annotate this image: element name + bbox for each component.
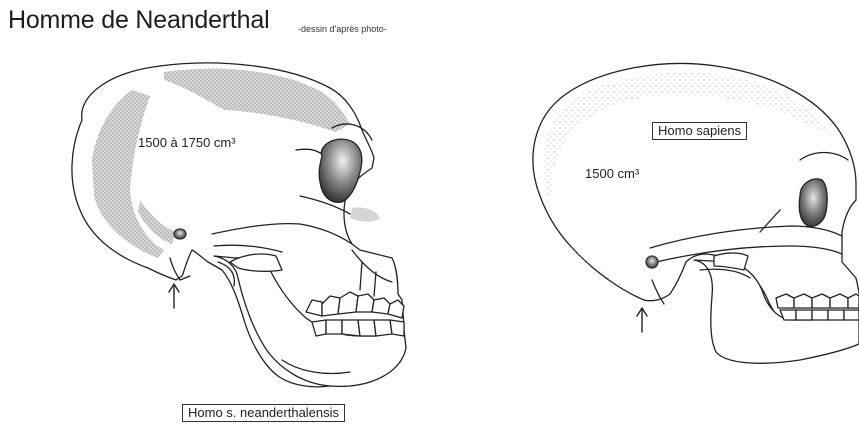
neanderthal-name-label: Homo s. neanderthalensis — [182, 404, 345, 422]
sapiens-skull — [533, 64, 859, 364]
neanderthal-eye-socket — [319, 139, 362, 202]
sapiens-volume-label: 1500 cm³ — [585, 166, 639, 181]
neanderthal-volume-label: 1500 à 1750 cm³ — [138, 135, 236, 150]
neanderthal-lower-teeth — [312, 320, 404, 336]
neanderthal-ear-canal — [174, 229, 186, 239]
neanderthal-skull — [72, 63, 406, 387]
sapiens-ear-canal — [646, 256, 658, 268]
sapiens-name-label: Homo sapiens — [652, 122, 747, 140]
sapiens-eye-socket — [799, 179, 827, 226]
sapiens-lower-teeth — [780, 310, 859, 320]
